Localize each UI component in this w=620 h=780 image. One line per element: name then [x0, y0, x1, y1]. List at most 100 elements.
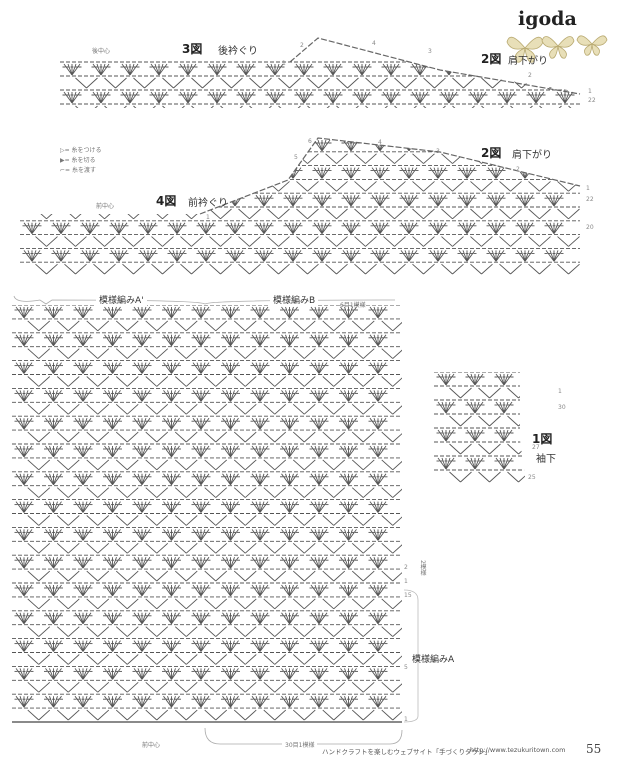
figure-3-number: 3図 — [182, 42, 203, 56]
v-stitch — [209, 208, 232, 220]
fan-stitch — [191, 445, 211, 458]
row-number: 22 — [586, 196, 594, 203]
row-number: 1 — [586, 185, 590, 192]
v-stitch — [64, 181, 87, 192]
v-stitch — [383, 208, 406, 220]
v-stitch — [528, 181, 551, 192]
fan-stitch — [250, 501, 270, 513]
v-stitch — [478, 387, 501, 399]
page-number: 55 — [586, 742, 602, 756]
v-stitch — [27, 348, 51, 359]
v-stitch — [351, 709, 375, 721]
fan-stitch — [132, 362, 152, 374]
v-stitch — [322, 431, 346, 443]
fan-stitch — [250, 556, 270, 569]
v-stitch — [64, 208, 87, 220]
v-stitch — [296, 263, 319, 275]
fan-stitch — [103, 306, 122, 319]
footer-site-text: ハンドクラフトを楽しむウェブサイト「手づくりタウン」 — [322, 748, 491, 756]
fan-stitch — [339, 362, 358, 374]
v-stitch — [115, 542, 139, 554]
fan-stitch — [309, 556, 329, 569]
v-stitch — [557, 153, 580, 164]
v-stitch — [354, 263, 377, 275]
v-stitch — [204, 403, 228, 415]
fan-stitch — [236, 91, 256, 104]
v-stitch — [351, 542, 375, 554]
fan-stitch — [309, 584, 329, 597]
legend-item-cut: ▶= 糸を切る — [60, 157, 96, 164]
row-number: 22 — [588, 97, 596, 104]
v-stitch — [204, 626, 228, 637]
fan-stitch — [132, 584, 152, 597]
fan-stitch — [410, 63, 430, 76]
fan-stitch — [310, 724, 329, 735]
v-stitch — [292, 320, 316, 332]
fan-stitch — [436, 373, 456, 386]
v-stitch — [292, 459, 316, 471]
v-stitch — [27, 598, 51, 610]
v-stitch — [238, 181, 261, 192]
v-stitch — [86, 376, 110, 387]
v-stitch — [56, 487, 80, 498]
fan-stitch — [221, 306, 240, 319]
fan-stitch — [44, 362, 63, 374]
fan-stitch — [162, 612, 181, 624]
v-stitch — [145, 403, 169, 415]
v-stitch — [381, 487, 402, 498]
fan-stitch — [555, 63, 575, 76]
v-stitch — [233, 459, 257, 471]
v-stitch — [263, 431, 287, 443]
v-stitch — [336, 77, 359, 89]
fan-stitch — [44, 501, 63, 513]
v-stitch — [64, 263, 87, 275]
fan-stitch — [14, 445, 34, 458]
v-stitch — [162, 105, 185, 108]
row-number: 15 — [404, 592, 412, 599]
fan-stitch — [109, 139, 129, 152]
v-stitch — [381, 598, 402, 610]
fan-stitch — [44, 306, 63, 319]
v-stitch — [441, 236, 464, 247]
fan-stitch — [280, 724, 299, 735]
v-stitch — [292, 709, 316, 721]
v-stitch — [307, 105, 330, 108]
fan-stitch — [109, 250, 129, 262]
fan-stitch — [428, 194, 448, 207]
fan-stitch — [103, 695, 122, 708]
fan-stitch — [283, 139, 303, 152]
fan-stitch — [178, 91, 198, 104]
v-stitch — [145, 542, 169, 554]
footer-url[interactable]: http://www.tezukuritown.com — [470, 746, 566, 754]
v-stitch — [209, 263, 232, 275]
v-stitch — [75, 77, 98, 89]
fan-stitch — [399, 167, 419, 179]
v-stitch — [86, 459, 110, 471]
fan-stitch — [339, 445, 358, 458]
v-stitch — [267, 236, 290, 247]
v-stitch — [481, 105, 504, 108]
v-stitch — [510, 105, 533, 108]
fan-stitch — [280, 390, 299, 402]
v-stitch — [56, 403, 80, 415]
v-stitch — [383, 236, 406, 247]
v-stitch — [115, 570, 139, 582]
fan-stitch — [339, 668, 358, 680]
fan-stitch — [486, 167, 506, 179]
fan-stitch — [280, 612, 299, 624]
fan-stitch — [250, 668, 270, 680]
fan-stitch — [162, 584, 181, 597]
fan-stitch — [457, 222, 477, 234]
fan-stitch — [14, 362, 34, 374]
v-stitch — [115, 376, 139, 387]
fan-stitch — [103, 362, 122, 374]
fan-stitch — [103, 724, 122, 735]
fan-stitch — [309, 612, 329, 624]
row-number: 20 — [586, 224, 594, 231]
v-stitch — [204, 459, 228, 471]
fan-stitch — [309, 668, 329, 680]
v-stitch — [423, 105, 446, 108]
two-repeats-label: 2模様 — [419, 560, 426, 576]
v-stitch — [86, 487, 110, 498]
v-stitch — [56, 598, 80, 610]
